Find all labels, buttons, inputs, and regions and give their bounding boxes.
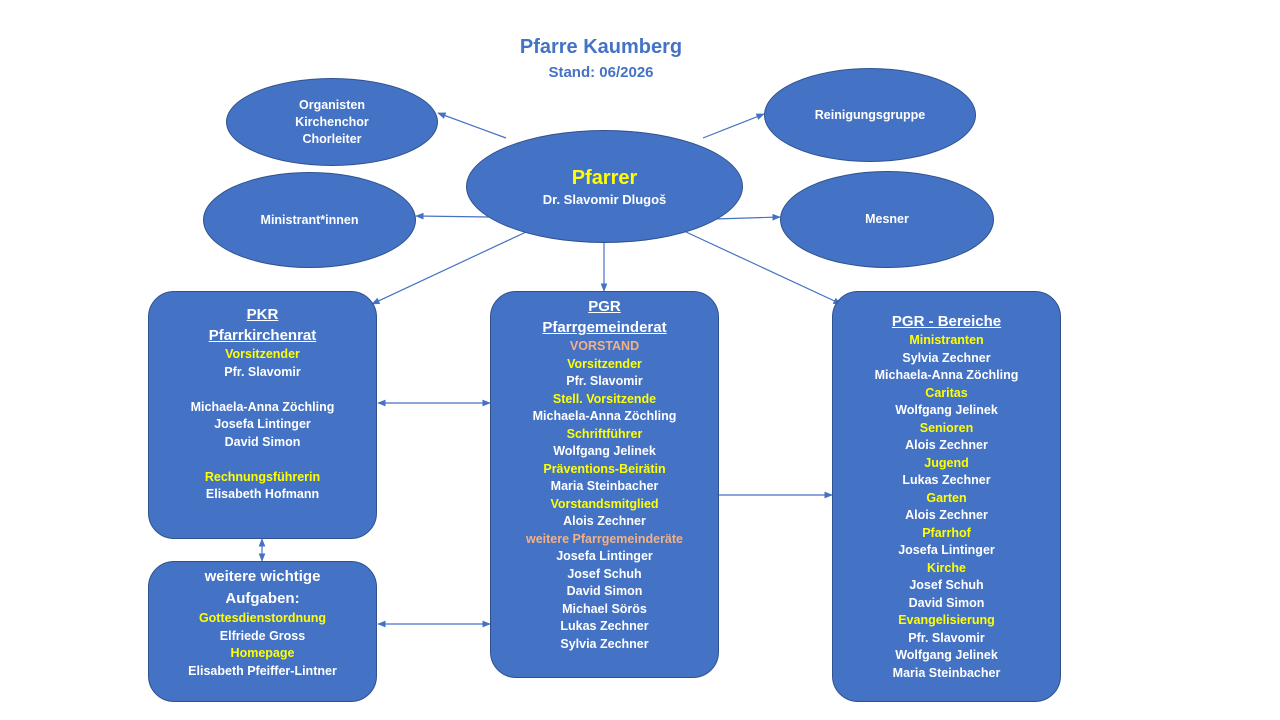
pgr-title: Pfarrgemeinderat [542,319,667,336]
arrow-pfarrer-to-pkr [371,231,527,305]
pgr-line: Michaela-Anna Zöchling [532,409,677,423]
bereiche-line: Josefa Lintinger [898,543,995,557]
pfarrer-ellipse: Pfarrer Dr. Slavomir Dlugoš [466,130,743,243]
bereiche-title: PGR - Bereiche [891,313,1002,330]
bereiche-line: Pfr. Slavomir [908,630,985,645]
arrow-pfarrer-to-organisten [437,112,507,139]
bereiche-line-role: Garten [926,490,967,505]
pgr-line: David Simon [566,584,643,598]
organisten-line: Organisten [299,97,365,112]
pgr-line-role: Vorstandsmitglied [550,496,659,511]
arrow-pfarrer-to-reinigung [702,113,765,139]
page-subtitle: Stand: 06/2026 [548,64,654,81]
bereiche-line: Maria Steinbacher [892,665,1001,680]
bereiche-line-role: Kirche [927,560,966,575]
pgr-line: Josefa Lintinger [556,549,653,563]
bereiche-line: David Simon [908,595,985,610]
pgr-line: Sylvia Zechner [560,636,649,651]
pgr-line: Lukas Zechner [560,619,649,633]
kirchenchor-line: Kirchenchor [295,114,369,129]
pgr-line-role: Stell. Vorsitzende [552,391,657,406]
pfarrer-title: Pfarrer [571,167,638,189]
arrow-pfarrer-to-bereiche [685,231,842,305]
pkr-line: Josefa Lintinger [214,417,311,431]
pkr-abbr: PKR [246,306,279,323]
pkr-line [149,381,376,399]
ministranten-label: Ministrant*innen [260,212,359,227]
pgr-line-role: Schriftführer [566,426,643,441]
pfarrer-name: Dr. Slavomir Dlugoš [542,192,667,207]
pkr-line: Michaela-Anna Zöchling [190,399,335,414]
bereiche-line: Wolfgang Jelinek [895,403,998,417]
bereiche-line-role: Jugend [924,455,969,470]
page-title: Pfarre Kaumberg [519,36,683,58]
pgr-line: Pfr. Slavomir [566,374,643,388]
mesner-ellipse: Mesner [780,171,994,268]
arrow-pfarrer-to-mesner [714,213,781,221]
pgr-box: PGR Pfarrgemeinderat VORSTAND Vorsitzende… [490,291,719,678]
pgr-line: Wolfgang Jelinek [553,444,656,458]
weitere-title-line-1: weitere wichtige [204,568,321,585]
weitere-line-role: Gottesdienstordnung [198,611,327,625]
pgr-abbr: PGR [588,298,621,315]
organisten-ellipse: Organisten Kirchenchor Chorleiter [226,78,438,166]
pgr-line-role: Präventions-Beirätin [543,461,666,476]
pgr-line-group: weitere Pfarrgemeinderäte [525,531,683,546]
pkr-title: Pfarrkirchenrat [208,327,317,344]
bereiche-line-role: Senioren [919,420,974,435]
weitere-line: Elisabeth Pfeiffer-Lintner [188,663,337,678]
mesner-label: Mesner [865,212,909,226]
pkr-line-role: Rechnungsführerin [204,469,321,484]
reinigungsgruppe-label: Reinigungsgruppe [814,107,926,122]
pkr-line [149,451,376,469]
bereiche-line: Alois Zechner [905,508,988,522]
pgr-line: Alois Zechner [563,514,646,528]
pkr-line: David Simon [224,434,301,449]
pkr-line-role: Vorsitzender [225,347,300,361]
bereiche-line-role: Pfarrhof [922,525,971,540]
bereiche-line-role: Evangelisierung [898,613,995,627]
weitere-line: Elfriede Gross [219,628,306,643]
pkr-line: Elisabeth Hofmann [205,487,320,501]
pkr-line: Pfr. Slavomir [224,364,301,379]
bereiche-line-role: Ministranten [909,333,984,347]
weitere-line-role: Homepage [230,646,295,660]
bereiche-line: Wolfgang Jelinek [895,648,998,662]
bereiche-line: Josef Schuh [909,578,984,592]
bereiche-line-role: Caritas [925,385,968,400]
arrow-pfarrer-to-ministranten [415,212,491,220]
bereiche-line: Michaela-Anna Zöchling [874,368,1019,382]
reinigungsgruppe-ellipse: Reinigungsgruppe [764,68,976,162]
pgr-line-group: VORSTAND [569,339,640,353]
pgr-line: Michael Sörös [562,601,647,616]
ministranten-ellipse: Ministrant*innen [203,172,416,268]
bereiche-line: Alois Zechner [905,438,988,452]
pgr-line: Josef Schuh [567,566,642,581]
pgr-line-role: Vorsitzender [567,356,642,371]
pgr-line: Maria Steinbacher [550,479,659,493]
bereiche-line: Lukas Zechner [902,473,991,487]
chorleiter-line: Chorleiter [302,131,362,146]
bereiche-line: Sylvia Zechner [902,350,991,365]
weitere-aufgaben-box: weitere wichtige Aufgaben: Gottesdiensto… [148,561,377,702]
weitere-title-line-2: Aufgaben: [225,590,300,607]
